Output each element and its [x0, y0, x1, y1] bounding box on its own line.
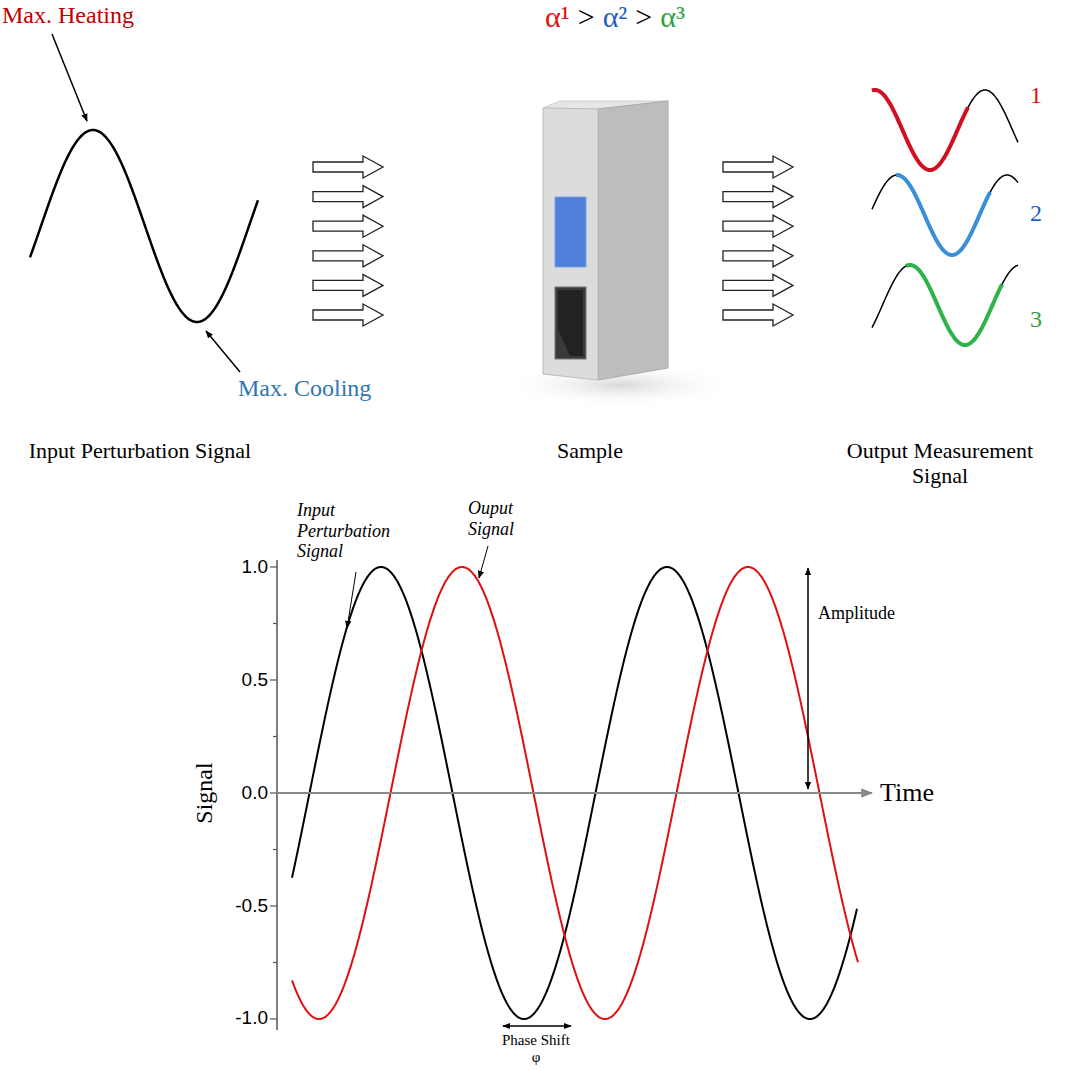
- phase-shift-arrow: [503, 1025, 571, 1027]
- label: 3: [1030, 306, 1042, 334]
- leader-line: [52, 34, 87, 121]
- label: Sample: [530, 438, 650, 463]
- tick: [273, 623, 277, 624]
- label: Amplitude: [818, 603, 895, 624]
- hollow-arrow: [723, 274, 793, 296]
- y-ticks: [270, 567, 277, 1019]
- leader-line: [347, 572, 356, 628]
- tick-label: -1.0: [235, 1007, 268, 1029]
- amplitude-arrow: [807, 568, 809, 789]
- tick: [270, 679, 277, 680]
- hollow-arrow: [313, 304, 383, 326]
- hollow-arrow: [313, 186, 383, 208]
- output-wave-segment: [906, 265, 1002, 345]
- label: Ouput Signal: [468, 498, 538, 539]
- leader-line: [479, 546, 488, 578]
- title-symbol: >: [578, 0, 595, 35]
- x-axis: [277, 792, 872, 794]
- label: Signal: [191, 762, 219, 823]
- label: Max. Cooling: [238, 375, 371, 403]
- hollow-arrow: [313, 215, 383, 237]
- label: Input Perturbation Signal: [297, 500, 397, 562]
- opening: [555, 287, 586, 359]
- hollow-arrow: [723, 186, 793, 208]
- hollow-arrow: [723, 245, 793, 267]
- title-symbol: α³: [660, 0, 685, 35]
- label: 2: [1030, 200, 1042, 228]
- tick-label: -0.5: [235, 895, 268, 917]
- tick: [273, 962, 277, 963]
- input-wave: [30, 130, 258, 322]
- tick: [270, 905, 277, 906]
- hollow-arrow: [723, 156, 793, 178]
- label: φ: [516, 1049, 556, 1066]
- hollow-arrow: [723, 304, 793, 326]
- label: Max. Heating: [2, 2, 134, 30]
- leader-line: [206, 331, 240, 372]
- tick-label: 0.5: [242, 669, 268, 691]
- tick: [270, 1018, 277, 1019]
- output-wave: [872, 265, 1018, 345]
- hollow-arrow: [313, 156, 383, 178]
- title-symbol: α²: [603, 0, 628, 35]
- label: 1: [1030, 82, 1042, 110]
- tick: [270, 792, 277, 793]
- tick: [270, 566, 277, 567]
- tick-label: 0.0: [242, 782, 268, 804]
- title-row: α¹>α²>α³: [0, 0, 1067, 35]
- blue-window: [555, 197, 586, 267]
- hollow-arrow: [313, 245, 383, 267]
- tick: [273, 849, 277, 850]
- label: Output Measurement Signal: [830, 438, 1050, 489]
- hollow-arrow: [313, 274, 383, 296]
- y-axis: [276, 560, 278, 1030]
- output-wave: [872, 175, 1018, 255]
- output-wave-segment: [872, 90, 968, 170]
- title-symbol: α¹: [545, 0, 570, 35]
- box-front: [543, 108, 598, 380]
- opening-inner: [558, 290, 583, 356]
- box-side: [598, 101, 668, 380]
- hollow-arrows: [313, 156, 793, 326]
- tick-label: 1.0: [242, 556, 268, 578]
- label: Time: [880, 778, 934, 808]
- hollow-arrow: [723, 215, 793, 237]
- output-wave: [872, 90, 1018, 170]
- output-wave-segment: [896, 175, 990, 255]
- label: Input Perturbation Signal: [25, 438, 255, 463]
- label: Phase Shift: [476, 1032, 596, 1049]
- curves: [30, 90, 1018, 1019]
- tick: [273, 736, 277, 737]
- title-symbol: >: [635, 0, 652, 35]
